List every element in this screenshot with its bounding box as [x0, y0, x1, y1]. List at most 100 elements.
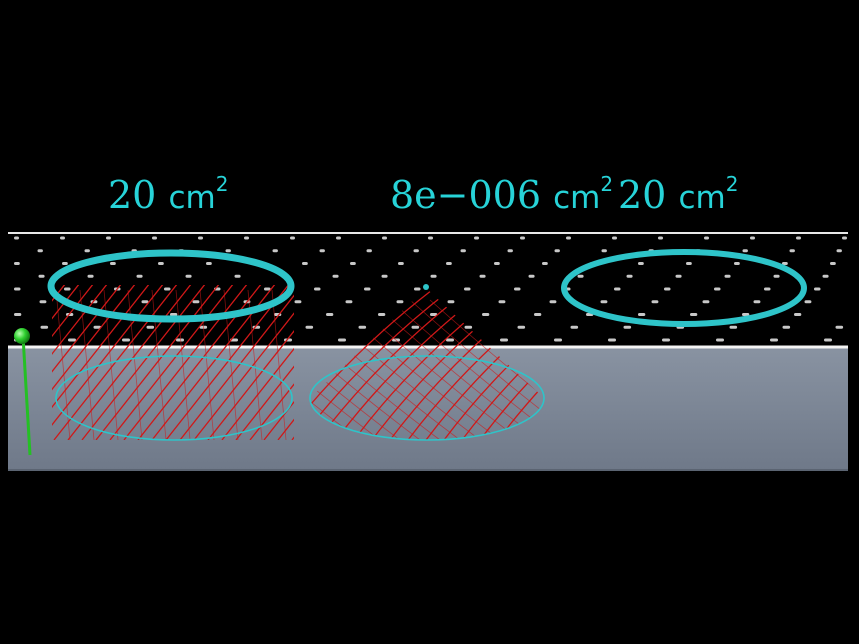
grid-dot [514, 287, 521, 291]
grid-dot [64, 287, 71, 291]
grid-dot [305, 325, 314, 329]
cylinder-mesh-line [175, 289, 191, 440]
grid-dot [122, 338, 130, 342]
mid-area-unit: cm [553, 180, 601, 216]
right-area-exponent: 2 [725, 172, 739, 196]
grid-dot [176, 338, 184, 342]
grid-dot [554, 249, 560, 253]
grid-dot [662, 338, 670, 342]
cylinder-mesh-line [207, 330, 294, 440]
right-area-label: 20 cm2 [618, 173, 738, 217]
grid-dot [38, 274, 45, 278]
grid-dot [185, 274, 192, 278]
grid-dot [507, 249, 513, 253]
grid-dot [447, 300, 455, 304]
cylinder-mesh-line [95, 285, 220, 440]
cylinder-mesh-line [151, 289, 167, 440]
grid-dot [724, 274, 731, 278]
grid-dot [690, 313, 698, 316]
grid-dot [446, 262, 452, 265]
cylinder-mesh-line [0, 250, 8, 440]
grid-dot [638, 313, 646, 316]
grid-dot [84, 249, 90, 253]
grid-dot [93, 325, 102, 329]
grid-dot [87, 274, 94, 278]
cylinder-mesh-line [249, 383, 294, 440]
grid-dot [332, 274, 339, 278]
grid-dot [272, 249, 278, 253]
right-area-value: 20 [618, 173, 667, 217]
grid-dot [570, 325, 579, 329]
grid-dot [824, 338, 832, 342]
grid-dot [517, 325, 526, 329]
grid-dot [141, 300, 149, 304]
cylinder-mesh-line [52, 285, 136, 391]
grid-dot [796, 236, 801, 240]
cone-mesh-line [310, 299, 361, 440]
grid-dot [294, 300, 302, 304]
grid-dot [608, 338, 616, 342]
grid-dot [686, 262, 692, 265]
grid-dot [460, 249, 466, 253]
grid-dot [430, 313, 438, 316]
cylinder-mesh-line [52, 285, 122, 373]
cylinder-mesh-line [52, 285, 108, 355]
grid-dot [753, 300, 761, 304]
grid-dot [520, 236, 525, 240]
grid-dot [136, 274, 143, 278]
cylinder-mesh-line [52, 285, 150, 409]
grid-dot [664, 287, 671, 291]
grid-dot [638, 262, 644, 265]
grid-dot [146, 325, 155, 329]
grid-dot [482, 313, 490, 316]
grid-dot [600, 300, 608, 304]
cone-apex-marker [423, 284, 429, 290]
grid-dot [716, 338, 724, 342]
grid-dot [702, 300, 710, 304]
cylinder-mesh-line [79, 289, 95, 440]
grid-dot [554, 338, 562, 342]
grid-dot [68, 338, 76, 342]
cone-mesh-line [310, 299, 441, 440]
grid-dot [206, 262, 212, 265]
grid-dot [152, 236, 157, 240]
grid-dot [414, 287, 421, 291]
grid-dot [835, 325, 844, 329]
cylinder-base-ring [55, 355, 293, 441]
grid-dot [14, 236, 19, 240]
grid-dot [326, 313, 334, 316]
grid-dot [358, 325, 367, 329]
grid-dot [601, 249, 607, 253]
left-area-value: 20 [108, 173, 157, 217]
grid-dot [336, 236, 341, 240]
cylinder-mesh-line [179, 294, 294, 440]
grid-dot [338, 338, 346, 342]
grid-dot [494, 262, 500, 265]
grid-dot [782, 262, 788, 265]
grid-dot [302, 262, 308, 265]
grid-dot [675, 274, 682, 278]
grid-dot [244, 236, 249, 240]
grid-dot [742, 313, 750, 316]
grid-dot [814, 287, 821, 291]
cylinder-mesh-line [52, 285, 164, 426]
grid-dot [528, 274, 535, 278]
grid-dot [264, 287, 271, 291]
grid-dot [782, 325, 791, 329]
grid-dot [382, 236, 387, 240]
grid-dot [742, 249, 748, 253]
grid-dot [381, 274, 388, 278]
grid-dot [430, 274, 437, 278]
grid-dot [542, 262, 548, 265]
cylinder-mesh-line [193, 312, 294, 440]
cylinder-mesh-line [165, 285, 290, 440]
cylinder-mesh-line [123, 285, 248, 440]
grid-dot [350, 262, 356, 265]
grid-dot [14, 313, 22, 316]
grid-dot [764, 287, 771, 291]
mid-area-exponent: 2 [600, 172, 614, 196]
grid-dot [398, 262, 404, 265]
right-ring [561, 249, 807, 327]
grid-dot [192, 300, 200, 304]
